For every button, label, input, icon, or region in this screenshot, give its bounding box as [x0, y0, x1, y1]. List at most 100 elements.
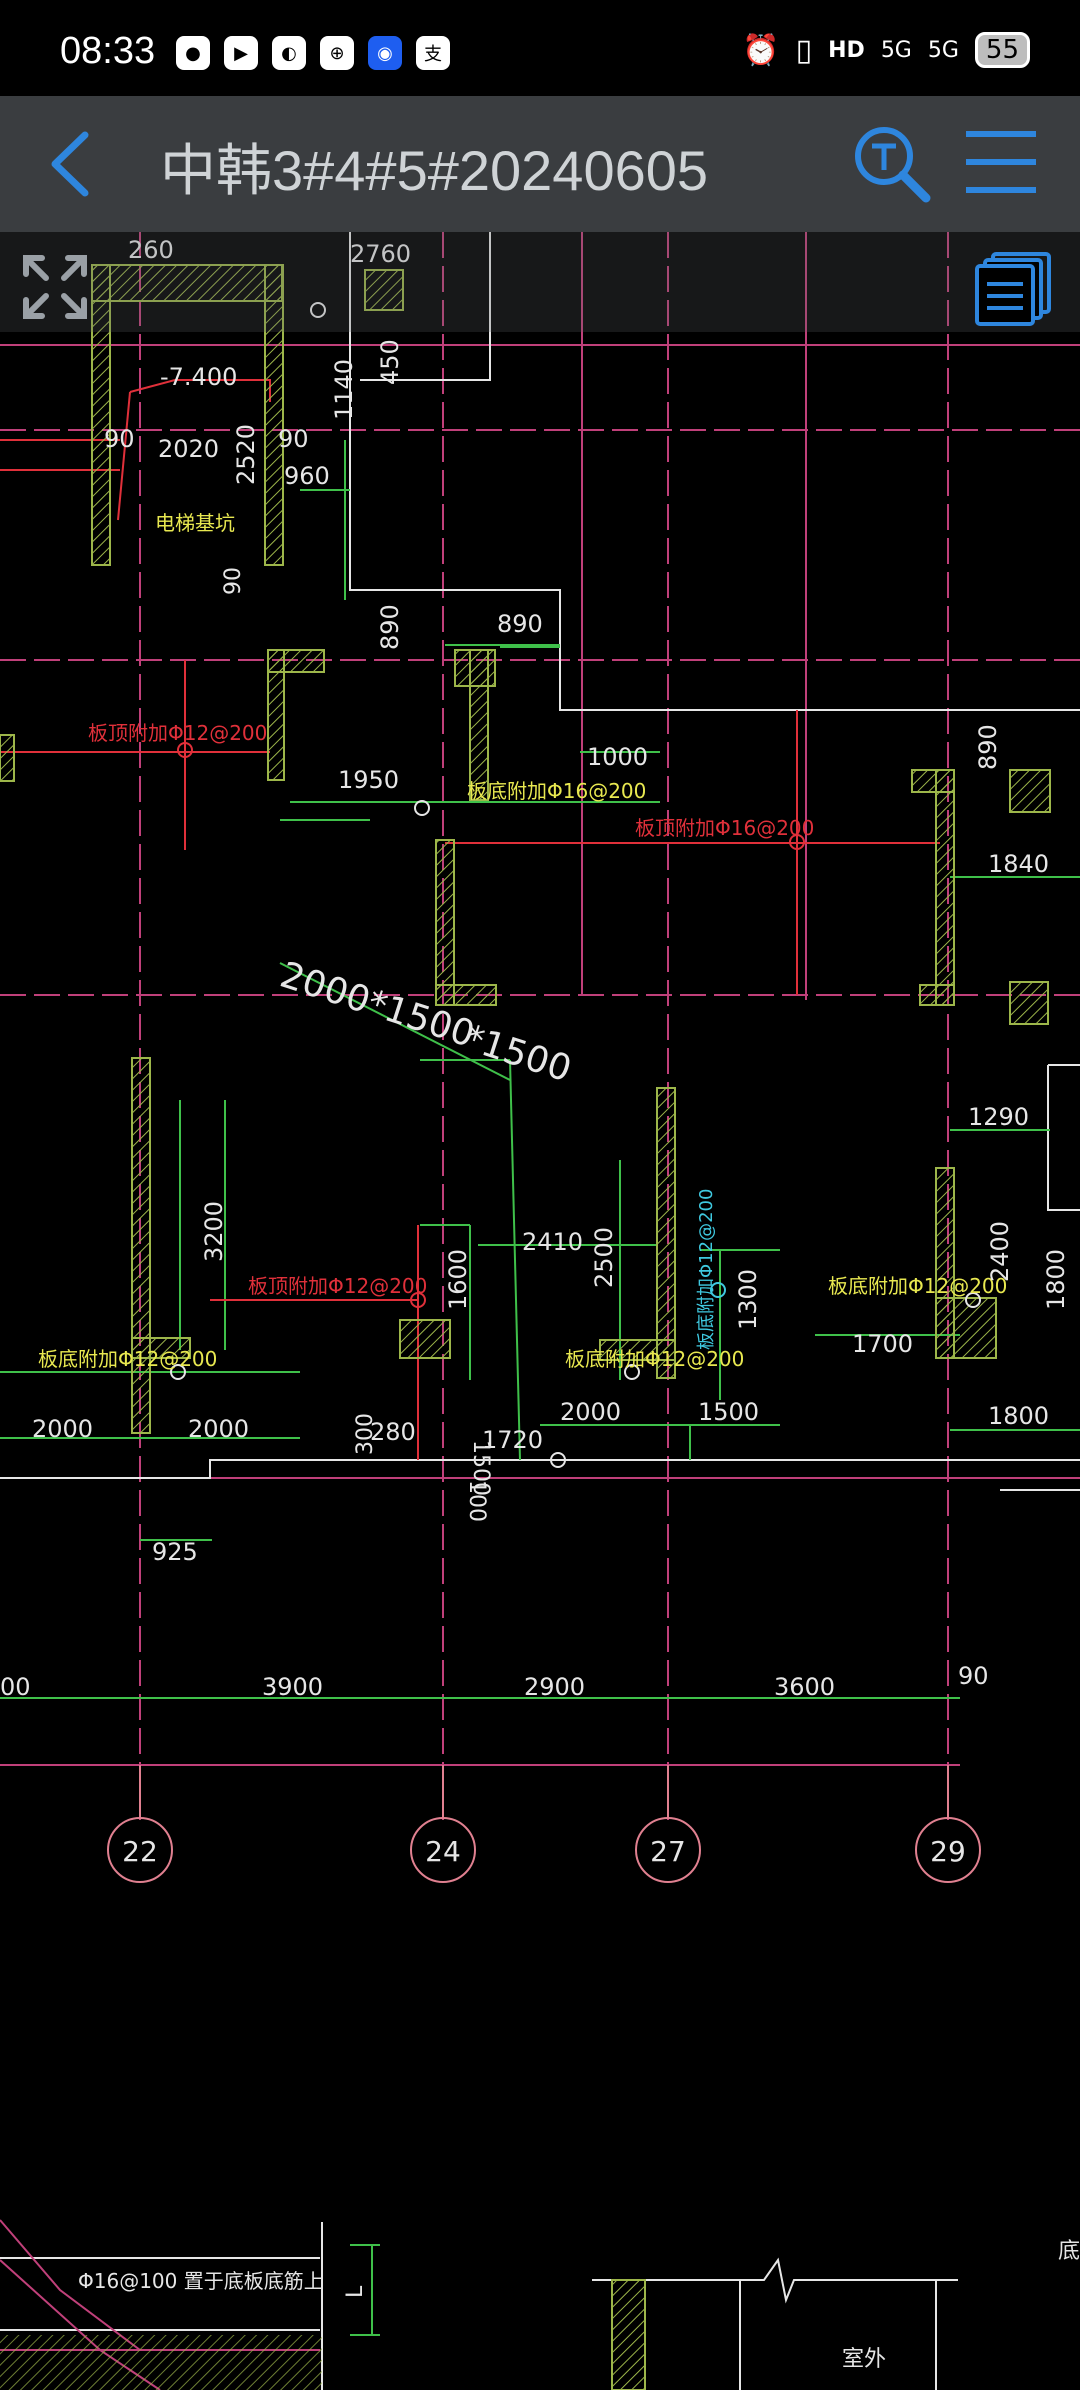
opening-label: *1500 — [459, 1018, 576, 1091]
metro-icon: ⊕ — [320, 36, 354, 70]
dim-label: 90 — [278, 425, 309, 453]
menu-button[interactable] — [962, 126, 1040, 198]
wall-sections — [0, 264, 1051, 1434]
battery-indicator: 55 — [974, 32, 1030, 68]
vibrate-icon: ▯ — [795, 32, 813, 68]
dim-label: 890 — [376, 604, 404, 650]
status-system-icons: ⏰ ▯ HD 5G 5G 55 — [742, 32, 1030, 68]
dim-label: 925 — [152, 1538, 198, 1566]
dim-label: 2000 — [188, 1415, 249, 1443]
dim-label: 2760 — [350, 240, 411, 268]
status-time: 08:33 — [60, 30, 156, 72]
axis-label: 27 — [650, 1835, 686, 1868]
cad-labels: 260 2760 450 1140 -7.400 90 2020 2520 90… — [0, 236, 1070, 1701]
alipay-icon: 支 — [416, 36, 450, 70]
layers-icon — [975, 252, 1051, 326]
dim-label: 1140 — [330, 359, 358, 420]
dim-label: 300 — [353, 1413, 378, 1455]
corner-label: 底 — [1058, 2239, 1080, 2264]
chevron-left-icon — [51, 131, 89, 197]
dim-label: 1500 — [468, 1440, 493, 1496]
detail-dim-label: L — [343, 2285, 368, 2298]
dim-label: 1840 — [988, 850, 1049, 878]
dim-label: 450 — [376, 339, 404, 385]
fullscreen-button[interactable] — [18, 250, 92, 324]
rebar-note: 板底附加Φ12@200 — [38, 1347, 217, 1371]
dim-label: 1800 — [988, 1402, 1049, 1430]
back-button[interactable] — [30, 120, 110, 208]
toolbar-strip — [0, 232, 1080, 332]
app-icon: ◐ — [272, 36, 306, 70]
text-search-button[interactable] — [850, 122, 934, 206]
dim-label: 2410 — [522, 1228, 583, 1256]
axis-marker — [635, 1817, 701, 1883]
dim-label: 960 — [284, 462, 330, 490]
axis-label: 22 — [122, 1835, 158, 1868]
detail-rebar-note: Φ16@100 置于底板底筋上 — [78, 2269, 324, 2293]
rebar-note: 板顶附加Φ12@200 — [88, 721, 267, 745]
rebar-note: 板顶附加Φ16@200 — [635, 816, 814, 840]
map-icon: ◉ — [368, 36, 402, 70]
dim-label: 1700 — [852, 1330, 913, 1358]
grid-lines — [0, 232, 1080, 1820]
dim-label: 2400 — [986, 1221, 1014, 1282]
dimension-lines — [0, 440, 1080, 1699]
dim-label: 2520 — [232, 424, 260, 485]
dim-label: 1500 — [698, 1398, 759, 1426]
dim-label: 2020 — [158, 435, 219, 463]
hamburger-menu-icon — [966, 131, 1036, 193]
dim-label: 890 — [497, 610, 543, 638]
dim-label: 890 — [974, 724, 1002, 770]
dim-label: 280 — [370, 1418, 416, 1446]
axis-label: 29 — [930, 1835, 966, 1868]
dim-label: 1800 — [1042, 1249, 1070, 1310]
dim-label: 2900 — [524, 1673, 585, 1701]
room-label: 电梯基坑 — [155, 511, 235, 535]
detail-section — [0, 2219, 958, 2390]
dim-label: 90 — [221, 567, 246, 595]
dim-label: 2500 — [590, 1227, 618, 1288]
rebar-note: 板顶附加Φ12@200 — [248, 1274, 427, 1298]
signal-1: 5G — [880, 37, 912, 63]
rebar-markers — [170, 302, 981, 1468]
dim-label: 260 — [128, 236, 174, 264]
status-bar: 08:33 ● ▶ ◐ ⊕ ◉ 支 ⏰ ▯ HD 5G 5G 55 — [0, 0, 1080, 96]
dim-label: 2000 — [32, 1415, 93, 1443]
axis-marker — [915, 1817, 981, 1883]
dim-label: 90 — [958, 1662, 989, 1690]
elevation-label: -7.400 — [160, 363, 237, 391]
grid-axis-markers[interactable] — [107, 1765, 981, 1883]
dim-label: 3200 — [200, 1201, 228, 1262]
status-notification-icons: ● ▶ ◐ ⊕ ◉ 支 — [176, 36, 450, 70]
rebar-note: 板底附加Φ16@200 — [467, 779, 646, 803]
rebar-note: 板底附加Φ12@200 — [565, 1347, 744, 1371]
axis-labels: 22 24 27 29 — [122, 1835, 966, 1868]
dim-label: 3900 — [262, 1673, 323, 1701]
page-title: 中韩3#4#5#20240605 — [160, 139, 709, 202]
dim-label: 90 — [104, 425, 135, 453]
dim-label: 3600 — [774, 1673, 835, 1701]
wechat-icon: ● — [176, 36, 210, 70]
rebar-note: 板底附加Φ12@200 — [828, 1274, 1007, 1298]
axis-marker — [107, 1817, 173, 1883]
cad-drawing-canvas[interactable]: 260 2760 450 1140 -7.400 90 2020 2520 90… — [0, 232, 1080, 2390]
alarm-icon: ⏰ — [742, 32, 780, 68]
dim-label: 1950 — [338, 766, 399, 794]
dim-label: 1000 — [587, 743, 648, 771]
rebar-note: 板底附加Φ12@200 — [696, 1189, 717, 1350]
dim-label: 1720 — [482, 1426, 543, 1454]
detail-labels: Φ16@100 置于底板底筋上 L 室外 底 — [78, 2239, 1080, 2372]
fullscreen-icon — [23, 255, 87, 319]
dim-label: 1300 — [734, 1269, 762, 1330]
axis-label: 24 — [425, 1835, 461, 1868]
axis-marker — [410, 1817, 476, 1883]
hd-label: HD — [828, 37, 865, 63]
dim-label: 1600 — [444, 1249, 472, 1310]
signal-2: 5G — [927, 37, 959, 63]
layers-button[interactable] — [975, 250, 1055, 328]
outdoor-label: 室外 — [842, 2347, 886, 2372]
video-icon: ▶ — [224, 36, 258, 70]
app-bar: 中韩3#4#5#20240605 — [0, 96, 1080, 232]
dim-label: 00 — [0, 1673, 31, 1701]
wall-outlines — [0, 232, 1080, 1491]
